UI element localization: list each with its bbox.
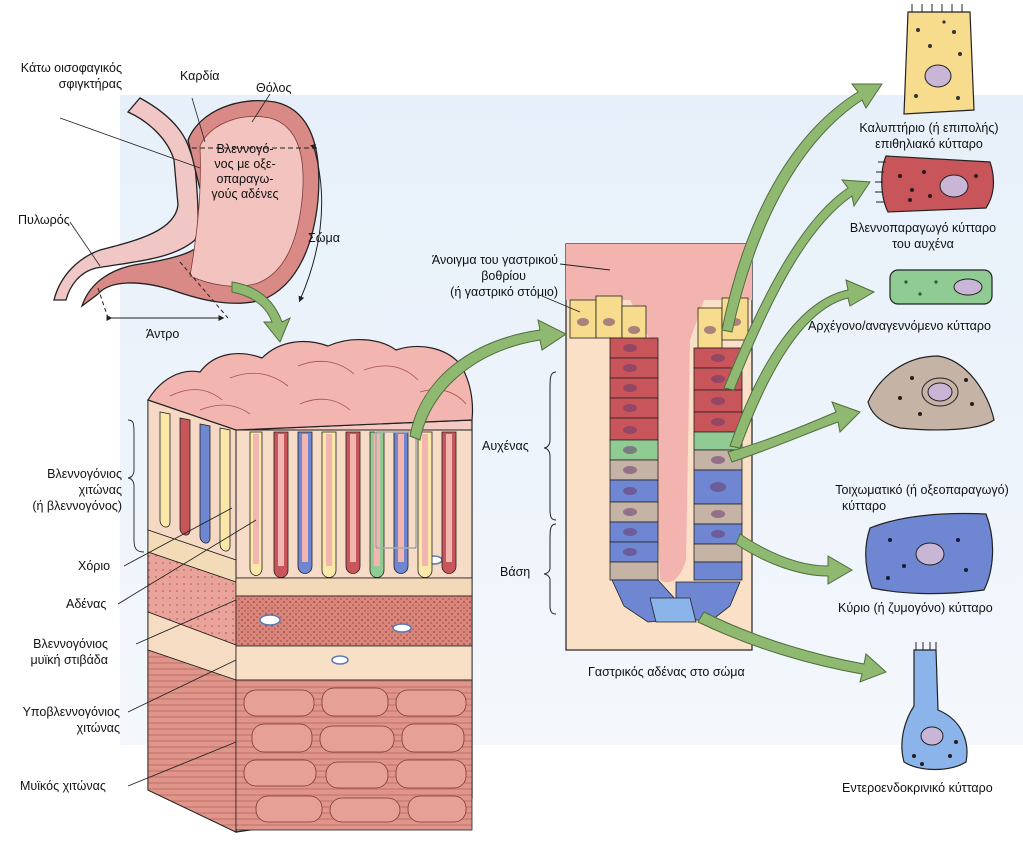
zoom-arrows: [231, 83, 887, 683]
stem-cell-label: Αρχέγονο/αναγεννόμενο κύτταρο: [808, 319, 991, 333]
tissue-block: [147, 339, 474, 833]
surface-cell-illustration: [903, 4, 975, 115]
muscularis-label: Μυϊκός χιτώνας: [20, 779, 106, 793]
stem-cell-illustration: [889, 269, 993, 305]
neck-mucous-cell-illustration: [875, 155, 995, 213]
submucosa-label: Υποβλεννογόνιος χιτώνας: [22, 705, 120, 735]
chief-cell-label: Κύριο (ή ζυμογόνο) κύτταρο: [838, 601, 993, 615]
neck-mucous-cell-label: Βλεννοπαραγωγό κύτταρο του αυχένα: [849, 221, 997, 251]
oxyntic-mucosa-label: Βλεννογό- νος με οξε- οπαραγω- γούς αδέν…: [211, 142, 279, 201]
leader-lines: [117, 263, 611, 787]
lower-esophageal-sphincter-label: Κάτω οισοφαγικός σφιγκτήρας: [20, 61, 122, 91]
pylorus-label: Πυλωρός: [18, 213, 70, 227]
fundus-label: Θόλος: [256, 81, 292, 95]
stomach-illustration: [53, 93, 323, 321]
body-label: Σώμα: [308, 231, 340, 245]
lamina-propria-label: Χόριο: [78, 559, 111, 573]
gastric-gland: [543, 243, 753, 651]
muscularis-mucosae-label: Βλεννογόνιος μυϊκή στιβάδα: [30, 637, 108, 667]
cardia-label: Καρδία: [180, 69, 220, 83]
antrum-label: Άντρο: [146, 327, 180, 341]
mucosa-layer-label: Βλεννογόνιος χιτώνας (ή βλεννογόνος): [32, 467, 122, 513]
neck-label: Αυχένας: [482, 439, 529, 453]
enteroendocrine-cell-illustration: [901, 642, 968, 771]
gland-caption: Γαστρικός αδένας στο σώμα: [588, 665, 745, 679]
parietal-cell-label: Τοιχωματικό (ή οξεοπαραγωγό) κύτταρο: [835, 483, 1009, 513]
chief-cell-illustration: [865, 512, 994, 595]
parietal-cell-illustration: [867, 355, 995, 431]
enteroendocrine-cell-label: Εντεροενδοκρινικό κύτταρο: [842, 781, 993, 795]
gland-label: Αδένας: [66, 597, 107, 611]
base-label: Βάση: [500, 565, 531, 579]
surface-cell-label: Καλυπτήριο (ή επιπολής) επιθηλιακό κύττα…: [859, 121, 999, 151]
pit-opening-label: Άνοιγμα του γαστρικού βοθρίου (ή γαστρικ…: [431, 253, 558, 299]
